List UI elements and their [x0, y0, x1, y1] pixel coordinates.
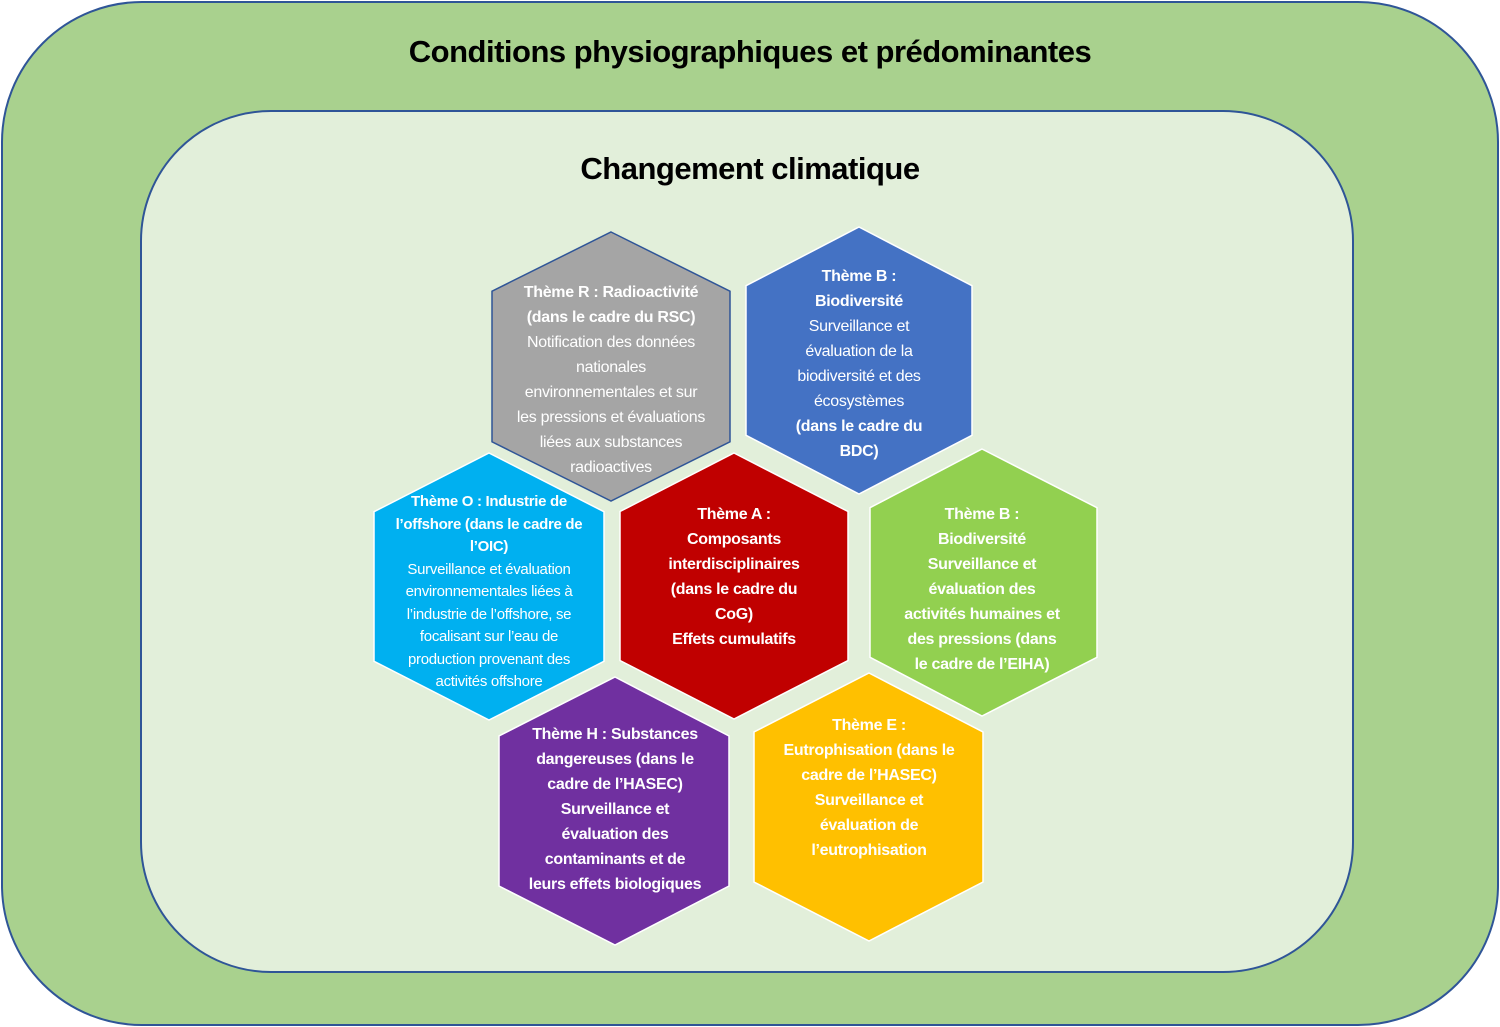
- theme-r-text: Thème R : Radioactivité (dans le cadre du…: [451, 280, 771, 480]
- theme-a-line: Composants: [687, 531, 781, 548]
- theme-h-line: cadre de l’HASEC): [547, 776, 683, 793]
- theme-b-activites-line: le cadre de l’EIHA): [914, 656, 1050, 673]
- theme-h-line: contaminants et de: [544, 851, 686, 868]
- theme-a-heading: Thème A :: [697, 506, 771, 523]
- theme-b-biodiversite-line: (dans le cadre du: [795, 418, 923, 435]
- theme-a-line: CoG): [715, 606, 753, 623]
- theme-o-hexagon: [373, 452, 605, 721]
- theme-b-biodiversite-line: Surveillance et: [808, 318, 910, 335]
- theme-h-line: dangereuses (dans le: [536, 751, 694, 768]
- theme-o-line: production provenant des: [407, 650, 571, 668]
- theme-r-line: Notification des données: [526, 334, 696, 351]
- theme-b-activites-line: des pressions (dans: [907, 631, 1057, 648]
- theme-r-line: (dans le cadre du RSC): [526, 309, 696, 326]
- theme-r-heading: Thème R : Radioactivité: [523, 284, 699, 301]
- theme-b-biodiversite-line: BDC): [839, 443, 879, 460]
- outer-title: Conditions physiographiques et prédomina…: [408, 34, 1092, 69]
- theme-b-activites-line: Surveillance et: [927, 556, 1037, 573]
- theme-a-line: Effets cumulatifs: [672, 631, 796, 648]
- theme-o-line: activités offshore: [435, 673, 543, 690]
- theme-r-line: liées aux substances: [539, 434, 683, 451]
- theme-h-line: évaluation des: [561, 826, 669, 843]
- theme-b-activites-heading: Thème B :: [944, 506, 1020, 523]
- theme-b-biodiversite-line: écosystèmes: [813, 393, 905, 410]
- theme-e-line: Eutrophisation (dans le: [783, 742, 955, 759]
- theme-b-biodiversite-hexagon: [745, 226, 973, 495]
- theme-e-text: Thème E : Eutrophisation (dans le cadre de…: [709, 713, 1029, 863]
- theme-e-line: l’eutrophisation: [811, 842, 927, 859]
- theme-h-heading: Thème H : Substances: [532, 726, 698, 743]
- theme-e-line: évaluation de: [819, 817, 919, 834]
- theme-o-line: l’offshore (dans le cadre de: [395, 515, 583, 533]
- theme-b-biodiversite-heading: Thème B :: [821, 268, 897, 285]
- theme-o-line: environnementales liées à: [405, 583, 573, 600]
- theme-o-line: l’OIC): [469, 538, 509, 555]
- theme-r-hexagon: [491, 231, 731, 502]
- theme-a-hexagon: [619, 452, 849, 720]
- theme-h-hexagon: [498, 676, 730, 946]
- theme-e-heading: Thème E :: [832, 717, 906, 734]
- theme-o-line: l’industrie de l’offshore, se: [406, 605, 572, 623]
- theme-o-heading: Thème O : Industrie de: [411, 493, 567, 510]
- theme-e-line: Surveillance et: [814, 792, 924, 809]
- theme-a-line: interdisciplinaires: [668, 556, 800, 573]
- theme-b-activites-hexagon: [869, 448, 1098, 717]
- theme-r-line: radioactives: [570, 459, 652, 476]
- theme-b-activites-line: activités humaines et: [904, 606, 1060, 623]
- theme-b-activites-line: Biodiversité: [938, 531, 1026, 548]
- theme-a-line: (dans le cadre du: [670, 581, 798, 598]
- theme-e-hexagon: [753, 672, 984, 942]
- theme-o-line: Surveillance et évaluation: [407, 560, 571, 578]
- theme-h-line: Surveillance et: [560, 801, 670, 818]
- theme-r-line: nationales: [576, 359, 646, 376]
- theme-a-text: Thème A : Composants interdisciplinaires (d…: [574, 502, 894, 652]
- theme-r-line: les pressions et évaluations: [516, 409, 706, 426]
- theme-o-text: Thème O : Industrie de l’offshore (dans l…: [329, 491, 649, 694]
- theme-b-biodiversite-line: biodiversité et des: [797, 368, 921, 385]
- theme-b-biodiversite-line: évaluation de la: [805, 343, 913, 360]
- theme-e-line: cadre de l’HASEC): [801, 767, 937, 784]
- theme-h-text: Thème H : Substances dangereuses (dans le…: [455, 722, 775, 897]
- theme-r-line: environnementales et sur: [524, 384, 698, 401]
- theme-o-line: focalisant sur l’eau de: [419, 628, 559, 645]
- inner-title: Changement climatique: [580, 151, 920, 186]
- theme-h-line: leurs effets biologiques: [528, 876, 702, 893]
- theme-b-biodiversite-line: Biodiversité: [815, 293, 903, 310]
- theme-b-activites-line: évaluation des: [928, 581, 1036, 598]
